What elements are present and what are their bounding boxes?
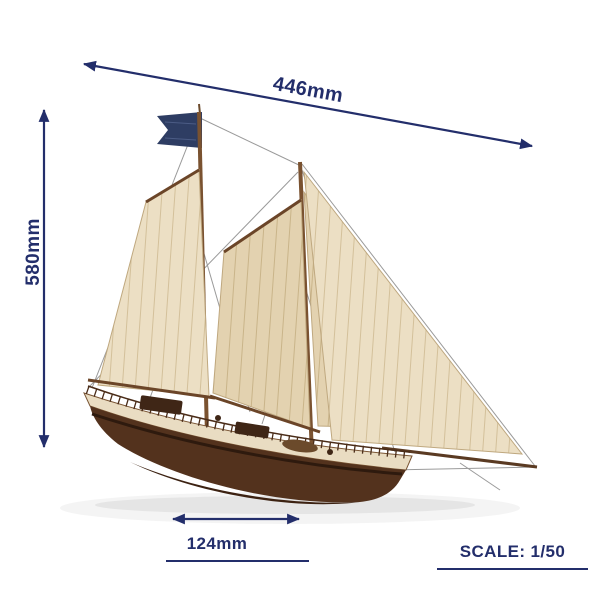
scale-label: SCALE: 1/50 — [459, 542, 566, 561]
ship-deck-details — [139, 395, 333, 455]
height-dimension-label: 580mm — [23, 218, 44, 286]
base-dimension-label: 124mm — [186, 534, 248, 553]
ship-sails — [87, 168, 524, 455]
width-dimension-arrow — [82, 60, 534, 150]
